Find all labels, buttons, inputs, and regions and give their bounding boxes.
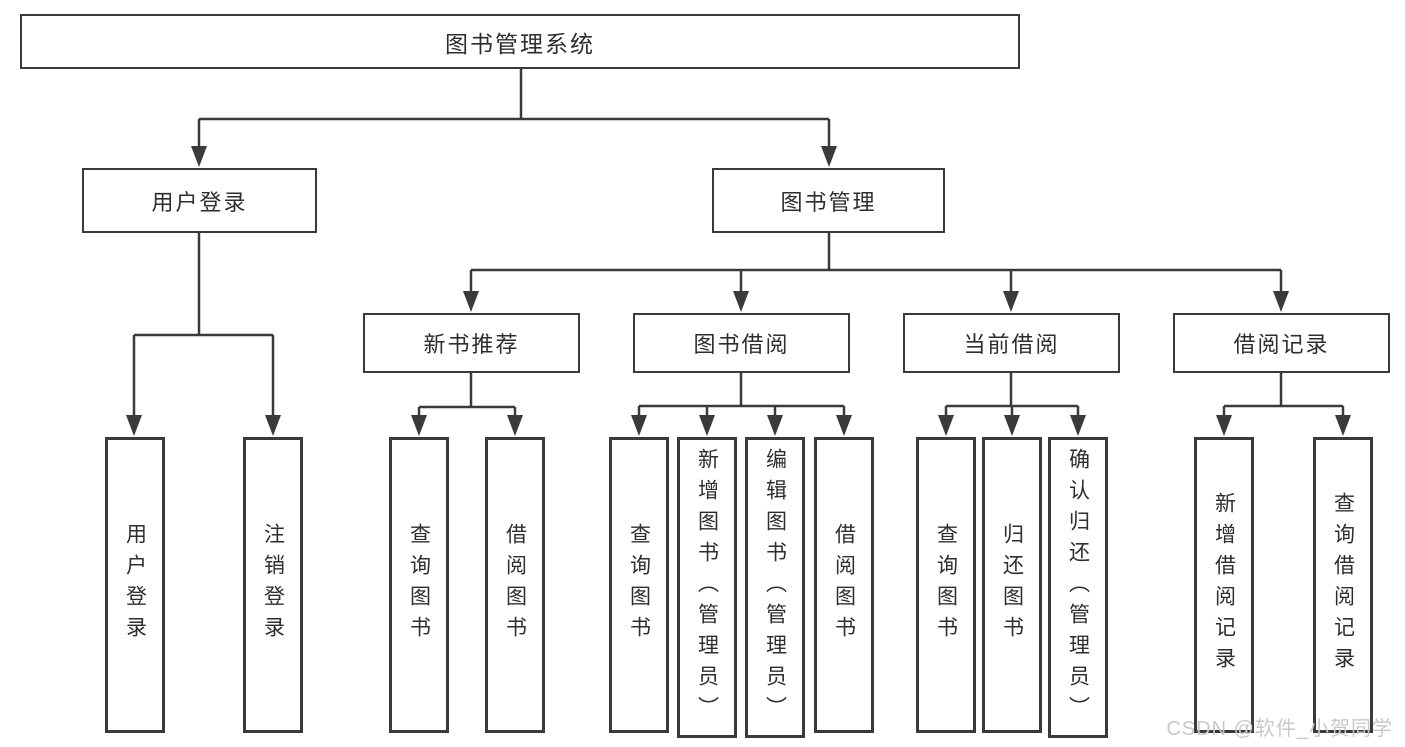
- node-label: 新增图书（管理员）: [695, 448, 719, 727]
- node-label: 新增借阅记录: [1212, 492, 1236, 678]
- node-confirm-return-admin: 确认归还（管理员）: [1048, 437, 1108, 738]
- node-label: 编辑图书（管理员）: [763, 448, 787, 727]
- node-book-borrowing: 图书借阅: [633, 313, 850, 373]
- node-label: 注销登录: [261, 523, 285, 647]
- node-return-books: 归还图书: [982, 437, 1042, 733]
- node-label: 查询图书: [407, 523, 431, 647]
- node-add-books-admin: 新增图书（管理员）: [677, 437, 737, 738]
- node-book-management: 图书管理: [712, 168, 945, 233]
- node-query-borrow-record: 查询借阅记录: [1313, 437, 1373, 733]
- node-label: 查询图书: [934, 523, 958, 647]
- node-logout-leaf: 注销登录: [243, 437, 303, 733]
- node-label: 查询借阅记录: [1331, 492, 1355, 678]
- arrowheads: [126, 146, 1351, 436]
- watermark: CSDN @软件_小贺同学: [1166, 718, 1393, 740]
- node-label: 确认归还（管理员）: [1066, 448, 1090, 727]
- node-label: 借阅图书: [503, 523, 527, 647]
- node-borrow-books-recommend: 借阅图书: [485, 437, 545, 733]
- node-query-books-borrowing: 查询图书: [609, 437, 669, 733]
- node-add-borrow-record: 新增借阅记录: [1194, 437, 1254, 733]
- node-edit-books-admin: 编辑图书（管理员）: [745, 437, 805, 738]
- node-label: 归还图书: [1000, 523, 1024, 647]
- connector-stems: [132, 69, 1345, 418]
- node-query-books-current: 查询图书: [916, 437, 976, 733]
- node-label: 借阅图书: [832, 523, 856, 647]
- node-user-login-leaf: 用户登录: [105, 437, 165, 733]
- node-borrowing-records: 借阅记录: [1173, 313, 1390, 373]
- node-root: 图书管理系统: [20, 14, 1020, 69]
- node-borrow-books-leaf: 借阅图书: [814, 437, 874, 733]
- node-label: 查询图书: [627, 523, 651, 647]
- node-query-books-recommend: 查询图书: [389, 437, 449, 733]
- node-current-borrowing: 当前借阅: [903, 313, 1120, 373]
- node-new-book-recommendation: 新书推荐: [363, 313, 580, 373]
- node-user-login: 用户登录: [82, 168, 317, 233]
- node-label: 用户登录: [123, 523, 147, 647]
